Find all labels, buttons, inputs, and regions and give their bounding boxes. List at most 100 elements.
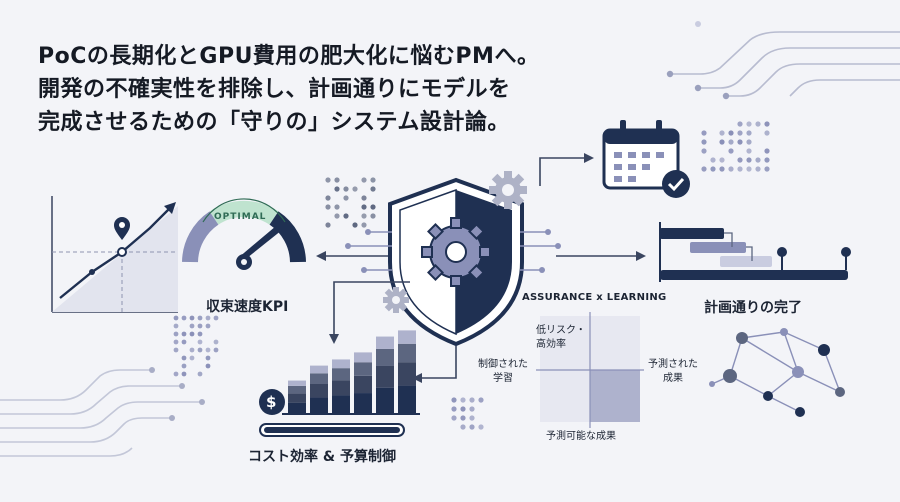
dot <box>189 355 195 361</box>
calendar-check-icon <box>602 120 690 198</box>
headline: PoCの長期化とGPU費用の肥大化に悩むPMへ。 開発の不確実性を排除し、計画通… <box>38 40 558 139</box>
budget-bar-segment <box>332 368 350 381</box>
dot <box>181 315 187 321</box>
dot <box>451 415 457 421</box>
budget-bar-segment <box>310 373 328 384</box>
connector-shield-to-budget-right <box>412 346 457 383</box>
matrix-right-line1: 予測された <box>648 359 698 370</box>
dot <box>205 355 211 361</box>
budget-bar-segment <box>354 393 372 414</box>
dot <box>469 415 475 421</box>
dot <box>205 347 211 353</box>
dot <box>325 204 331 210</box>
matrix-title: ASSURANCE x LEARNING <box>522 292 667 303</box>
dot <box>737 157 743 163</box>
dot <box>334 177 340 183</box>
dot <box>370 177 376 183</box>
budget-label: コスト効率 & 予算制御 <box>248 449 396 465</box>
kpi-gauge <box>182 198 306 270</box>
dot <box>451 406 457 412</box>
dot <box>197 339 203 345</box>
dot <box>197 331 203 337</box>
budget-bar-segment <box>398 385 416 414</box>
location-pin-icon <box>114 217 130 240</box>
dot <box>197 371 203 377</box>
dot <box>460 406 466 412</box>
budget-progress-bar <box>259 423 405 437</box>
dot-grid-bottom <box>451 397 484 430</box>
circuit-nodes-bottom-left <box>149 367 205 421</box>
dot <box>173 331 179 337</box>
dot <box>189 347 195 353</box>
dot <box>764 130 770 136</box>
dot <box>205 315 211 321</box>
dot <box>205 323 211 329</box>
circuit-lines-bottom-left <box>0 369 200 457</box>
budget-bar-segment <box>288 393 306 403</box>
dot <box>189 331 195 337</box>
growth-line-chart <box>51 196 178 313</box>
budget-bar-segment <box>332 395 350 414</box>
dot <box>361 195 367 201</box>
assurance-learning-matrix <box>536 312 644 428</box>
dot <box>460 415 466 421</box>
connector-shield-to-gantt <box>556 251 646 261</box>
dot <box>361 177 367 183</box>
dot <box>370 213 376 219</box>
matrix-left-label: 制御された 学習 <box>478 358 528 386</box>
dot <box>719 130 725 136</box>
gear-icon <box>489 171 527 209</box>
dot <box>197 315 203 321</box>
dot-grid-top-center <box>325 177 376 228</box>
schedule-gantt <box>659 222 851 282</box>
dot <box>460 424 466 430</box>
shield-connectors <box>350 231 556 271</box>
dot <box>737 139 743 145</box>
dot <box>197 323 203 329</box>
dot <box>737 166 743 172</box>
budget-bar-segment <box>354 362 372 376</box>
budget-bar-segment <box>288 402 306 414</box>
budget-bar-segment <box>398 362 416 386</box>
dot <box>755 121 761 127</box>
dot <box>746 130 752 136</box>
budget-bar-segment <box>288 385 306 394</box>
dot <box>343 186 349 192</box>
dot <box>181 371 187 377</box>
dot <box>361 213 367 219</box>
dot <box>361 204 367 210</box>
dot <box>764 148 770 154</box>
dot <box>701 148 707 154</box>
dot <box>213 315 219 321</box>
matrix-left-line1: 制御された <box>478 359 528 370</box>
network-graph-icon <box>709 328 845 417</box>
dot <box>728 139 734 145</box>
matrix-right-label: 予測された 成果 <box>648 358 698 386</box>
dot <box>173 371 179 377</box>
budget-bar-segment <box>354 375 372 394</box>
dot <box>469 424 475 430</box>
dot <box>746 121 752 127</box>
gauge-badge: OPTIMAL <box>214 212 267 222</box>
budget-bar-segment <box>398 330 416 344</box>
dot <box>189 315 195 321</box>
dot <box>181 331 187 337</box>
headline-line-3: 完成させるための「守りの」システム設計論。 <box>38 110 510 135</box>
budget-bar-segment <box>332 359 350 369</box>
dot <box>746 157 752 163</box>
matrix-bottom-label: 予測可能な成果 <box>546 431 616 442</box>
dot <box>181 355 187 361</box>
schedule-label: 計画通りの完了 <box>704 300 802 316</box>
dot <box>701 139 707 145</box>
headline-line-1: PoCの長期化とGPU費用の肥大化に悩むPMへ。 <box>38 44 540 69</box>
shield-connector-nodes <box>345 229 561 273</box>
dot <box>189 323 195 329</box>
dot <box>701 130 707 136</box>
dot <box>478 397 484 403</box>
small-gear-icon <box>383 287 409 313</box>
dot <box>746 148 752 154</box>
dot <box>173 323 179 329</box>
budget-bar-segment <box>310 365 328 374</box>
